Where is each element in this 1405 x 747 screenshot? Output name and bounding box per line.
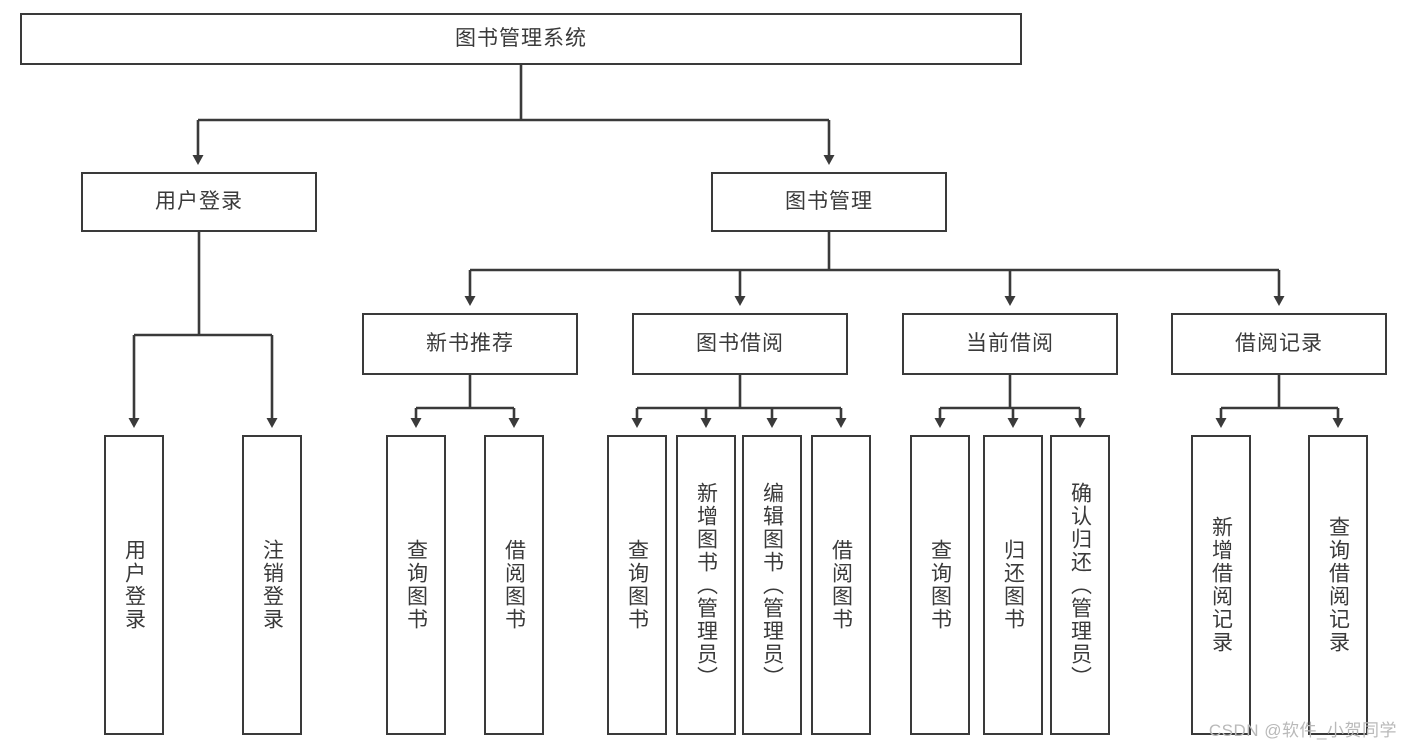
leaf-add-book-admin[interactable]: 新增图书（管理员） — [676, 435, 736, 735]
leaf-add-book-admin-label: 新增图书（管理员） — [694, 481, 718, 689]
leaf-return-book-label: 归还图书 — [1001, 539, 1025, 631]
node-new-book-recommend[interactable]: 新书推荐 — [362, 313, 578, 375]
node-book-management[interactable]: 图书管理 — [711, 172, 947, 232]
leaf-query-borrow-record[interactable]: 查询借阅记录 — [1308, 435, 1368, 735]
leaf-user-login[interactable]: 用户登录 — [104, 435, 164, 735]
node-book-management-label: 图书管理 — [785, 189, 873, 213]
leaf-query-book-newbook[interactable]: 查询图书 — [386, 435, 446, 735]
leaf-query-book-current[interactable]: 查询图书 — [910, 435, 970, 735]
leaf-borrow-book-newbook-label: 借阅图书 — [502, 539, 526, 631]
leaf-confirm-return-admin[interactable]: 确认归还（管理员） — [1050, 435, 1110, 735]
csdn-watermark: CSDN @软件_小贺同学 — [1208, 721, 1397, 740]
leaf-borrow-book-borrow[interactable]: 借阅图书 — [811, 435, 871, 735]
node-borrow-record-label: 借阅记录 — [1235, 331, 1323, 355]
node-book-borrow[interactable]: 图书借阅 — [632, 313, 848, 375]
leaf-user-login-label: 用户登录 — [122, 539, 146, 631]
leaf-query-book-newbook-label: 查询图书 — [404, 539, 428, 631]
leaf-return-book[interactable]: 归还图书 — [983, 435, 1043, 735]
leaf-query-book-borrow[interactable]: 查询图书 — [607, 435, 667, 735]
leaf-edit-book-admin-label: 编辑图书（管理员） — [760, 481, 784, 689]
node-user-login-label: 用户登录 — [155, 189, 243, 213]
leaf-borrow-book-borrow-label: 借阅图书 — [829, 539, 853, 631]
node-root[interactable]: 图书管理系统 — [20, 13, 1022, 65]
node-root-label: 图书管理系统 — [455, 26, 587, 50]
leaf-add-borrow-record-label: 新增借阅记录 — [1209, 516, 1233, 654]
node-user-login[interactable]: 用户登录 — [81, 172, 317, 232]
leaf-edit-book-admin[interactable]: 编辑图书（管理员） — [742, 435, 802, 735]
leaf-logout-label: 注销登录 — [260, 539, 284, 631]
leaf-borrow-book-newbook[interactable]: 借阅图书 — [484, 435, 544, 735]
leaf-logout[interactable]: 注销登录 — [242, 435, 302, 735]
node-borrow-record[interactable]: 借阅记录 — [1171, 313, 1387, 375]
node-current-borrow-label: 当前借阅 — [966, 331, 1054, 355]
leaf-query-book-current-label: 查询图书 — [928, 539, 952, 631]
leaf-query-book-borrow-label: 查询图书 — [625, 539, 649, 631]
node-current-borrow[interactable]: 当前借阅 — [902, 313, 1118, 375]
leaf-query-borrow-record-label: 查询借阅记录 — [1326, 516, 1350, 654]
node-book-borrow-label: 图书借阅 — [696, 331, 784, 355]
node-new-book-recommend-label: 新书推荐 — [426, 331, 514, 355]
leaf-add-borrow-record[interactable]: 新增借阅记录 — [1191, 435, 1251, 735]
leaf-confirm-return-admin-label: 确认归还（管理员） — [1068, 481, 1092, 689]
